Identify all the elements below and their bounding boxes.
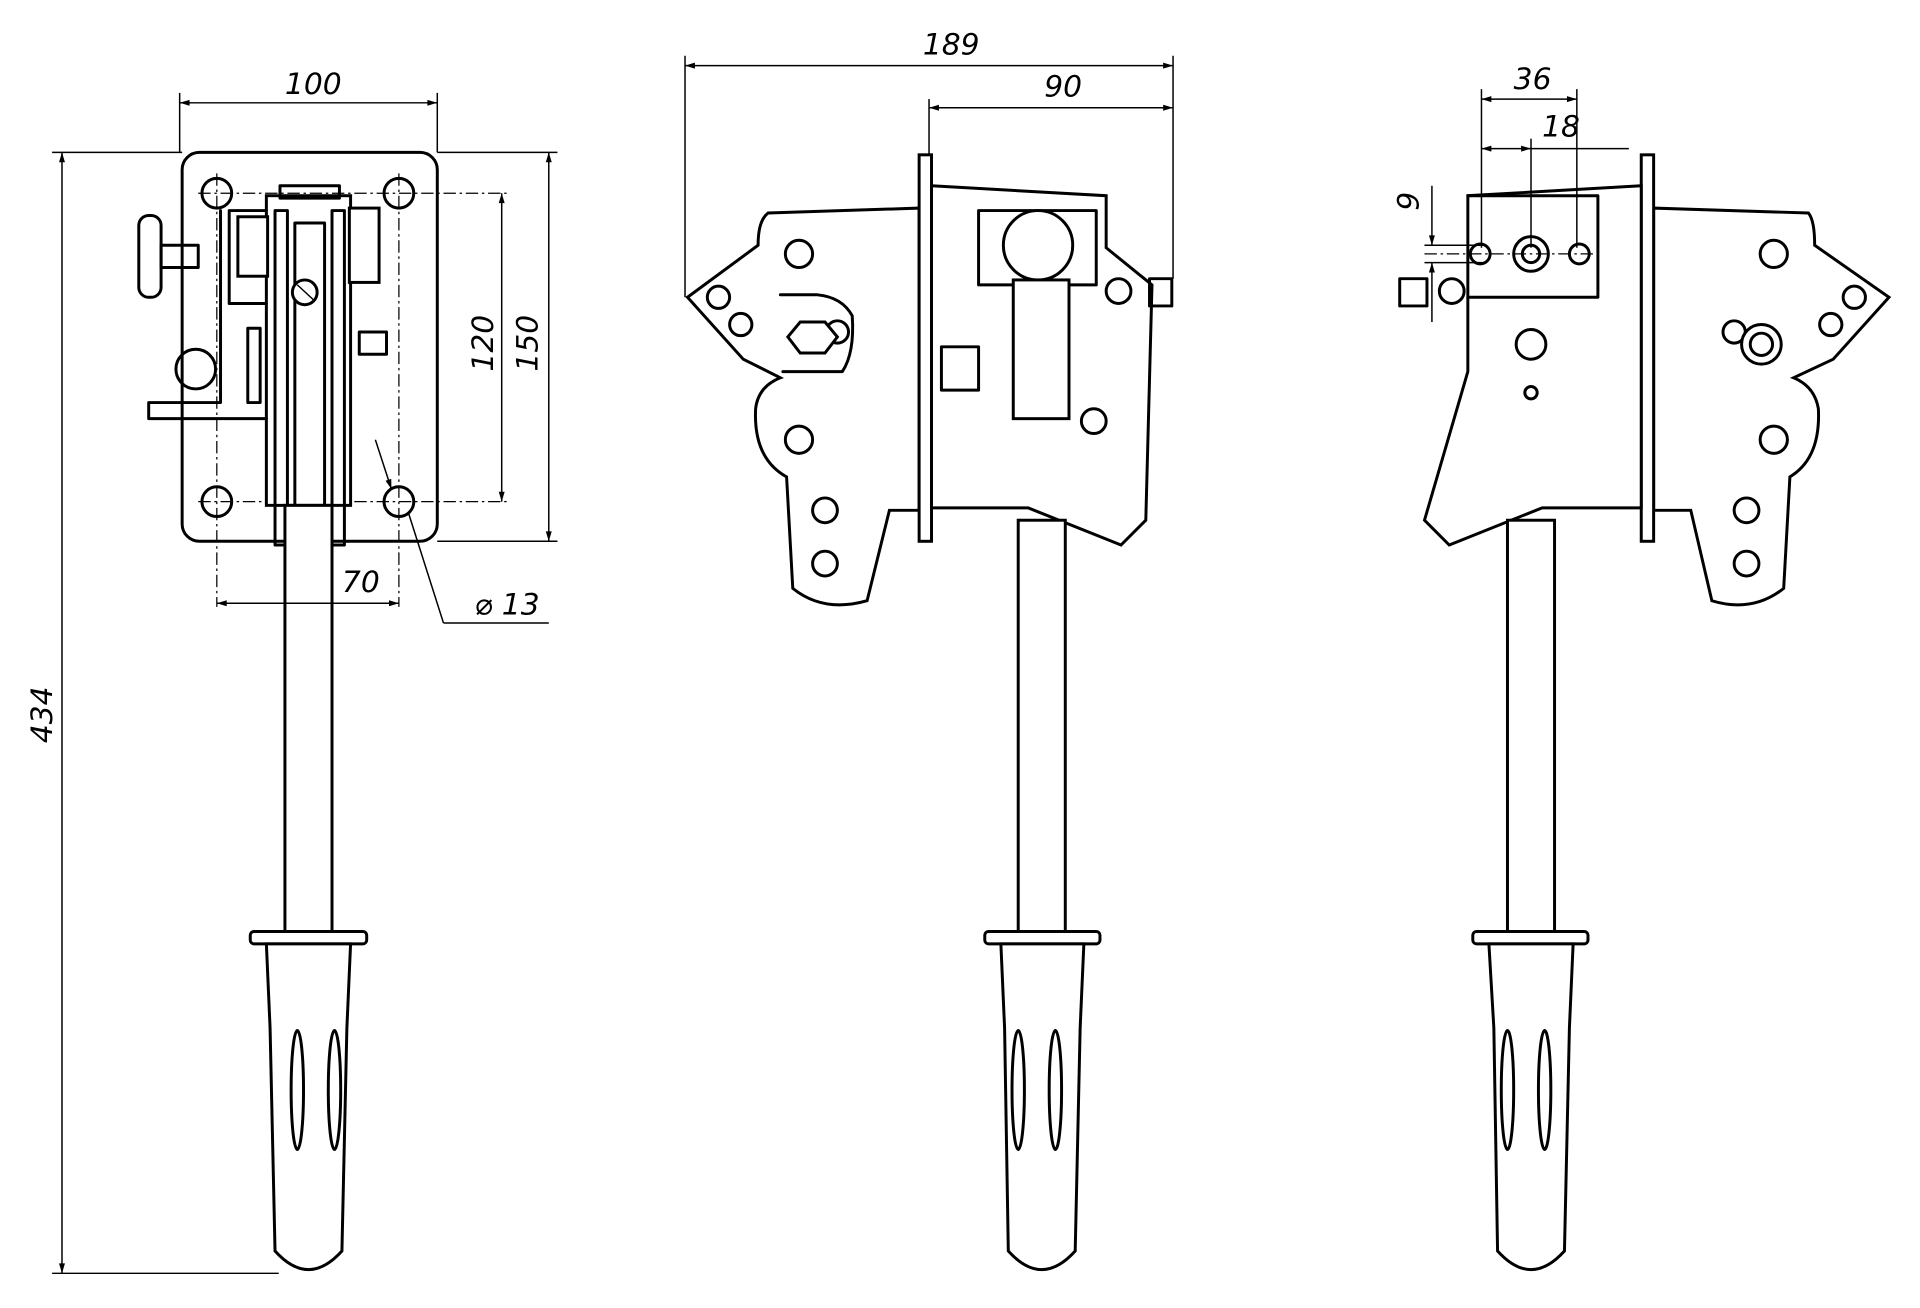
dim-overall-height: 434 bbox=[25, 686, 60, 743]
side-dimensions: 189 90 bbox=[684, 27, 1174, 298]
dim-width-18: 18 bbox=[1542, 109, 1580, 144]
dim-hole-spacing-vertical: 120 bbox=[466, 315, 501, 372]
dim-plate-width: 100 bbox=[285, 67, 342, 102]
dim-offset-9: 9 bbox=[1391, 192, 1426, 211]
dim-body-depth: 90 bbox=[1044, 70, 1082, 105]
dim-width-36: 36 bbox=[1514, 62, 1552, 97]
side-view-right bbox=[1398, 153, 1892, 1272]
front-view bbox=[137, 150, 508, 1272]
dim-overall-depth: 189 bbox=[923, 27, 980, 62]
dim-hole-spacing-horizontal: 70 bbox=[342, 565, 380, 600]
right-dimensions: 36 18 9 bbox=[1391, 62, 1629, 323]
side-view-left bbox=[685, 153, 1174, 1272]
dim-plate-height: 150 bbox=[511, 315, 546, 372]
front-dimensions: 100 434 120 150 70 ⌀ 13 bbox=[25, 67, 558, 1275]
dim-hole-diameter: ⌀ 13 bbox=[474, 587, 539, 622]
